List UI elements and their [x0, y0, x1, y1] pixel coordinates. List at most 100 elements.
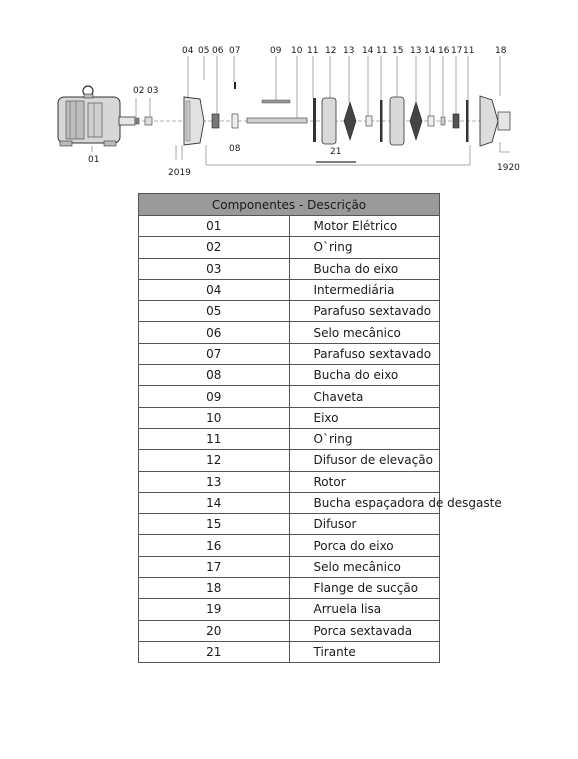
component-description: Selo mecânico [288, 555, 440, 579]
component-description: Selo mecânico [288, 321, 440, 344]
component-code: 11 [138, 427, 290, 451]
component-code: 17 [138, 555, 290, 579]
label-17: 17 [451, 46, 462, 56]
label-14b: 14 [424, 46, 436, 56]
label-06: 06 [212, 46, 224, 56]
label-11a: 11 [307, 46, 318, 56]
component-code: 18 [138, 577, 290, 600]
label-1920: 1920 [497, 163, 520, 173]
table-header: Componentes - Descrição [138, 193, 440, 216]
component-code: 03 [138, 257, 290, 280]
component-description: Flange de sucção [288, 577, 440, 600]
component-code: 21 [138, 640, 290, 664]
component-description: Tirante [288, 640, 440, 664]
label-09: 09 [270, 46, 282, 56]
exploded-view-diagram: 01 02 03 04 05 06 07 08 09 10 11 12 13 1… [57, 46, 520, 178]
component-code: 08 [138, 364, 290, 387]
diffuser-part [389, 96, 405, 146]
elevation-diffuser-part [321, 97, 337, 145]
component-description: Eixo [288, 406, 440, 429]
label-11b: 11 [376, 46, 387, 56]
component-description: Chaveta [288, 385, 440, 408]
component-code: 16 [138, 534, 290, 557]
oring-part [135, 117, 140, 125]
component-code: 04 [138, 278, 290, 302]
oring-part-c [380, 100, 383, 142]
component-description: Arruela lisa [288, 598, 440, 621]
component-code: 01 [138, 214, 290, 238]
component-description: Intermediária [288, 278, 440, 302]
label-21: 21 [330, 147, 341, 157]
component-description: Motor Elétrico [288, 214, 440, 238]
component-code: 02 [138, 236, 290, 259]
key-part [261, 99, 291, 104]
component-code: 14 [138, 491, 290, 515]
label-13a: 13 [343, 46, 354, 56]
component-description: Bucha do eixo [288, 364, 440, 387]
label-16: 16 [438, 46, 450, 56]
label-2019: 2019 [168, 168, 191, 178]
component-code: 05 [138, 300, 290, 323]
component-code: 13 [138, 470, 290, 493]
component-code: 06 [138, 321, 290, 344]
component-description: Porca sextavada [288, 619, 440, 642]
mech-seal-part-b [452, 113, 460, 129]
mech-seal-part [211, 113, 220, 129]
label-07: 07 [229, 46, 240, 56]
shaft-part [246, 117, 308, 124]
bush-part [231, 113, 239, 129]
shaft-nut-part [440, 116, 446, 126]
label-11c: 11 [463, 46, 474, 56]
component-description: Porca do eixo [288, 534, 440, 557]
label-13b: 13 [410, 46, 421, 56]
motor-part [57, 85, 136, 147]
oring-part-b [313, 98, 316, 142]
rotor-part-b [409, 101, 423, 141]
spacer-bush-part [365, 115, 373, 127]
oring-part-d [466, 100, 469, 142]
component-description: Difusor [288, 513, 440, 536]
component-code: 09 [138, 385, 290, 408]
component-description: Difusor de elevação [288, 449, 440, 472]
label-18: 18 [495, 46, 507, 56]
label-08: 08 [229, 144, 241, 154]
component-code: 15 [138, 513, 290, 536]
component-code: 10 [138, 406, 290, 429]
component-description: Rotor [288, 470, 440, 493]
component-description: O`ring [288, 236, 440, 259]
label-14a: 14 [362, 46, 374, 56]
component-description: Parafuso sextavado [288, 300, 440, 323]
label-04: 04 [182, 46, 194, 56]
table-header-row: Componentes - Descrição [138, 193, 440, 216]
component-code: 20 [138, 619, 290, 642]
shaft-bush-part [144, 116, 153, 126]
component-code: 19 [138, 598, 290, 621]
component-code: 12 [138, 449, 290, 472]
label-03: 03 [147, 86, 158, 96]
label-12: 12 [325, 46, 336, 56]
rotor-part [343, 101, 357, 141]
component-description: Bucha do eixo [288, 257, 440, 280]
label-01: 01 [88, 155, 99, 165]
